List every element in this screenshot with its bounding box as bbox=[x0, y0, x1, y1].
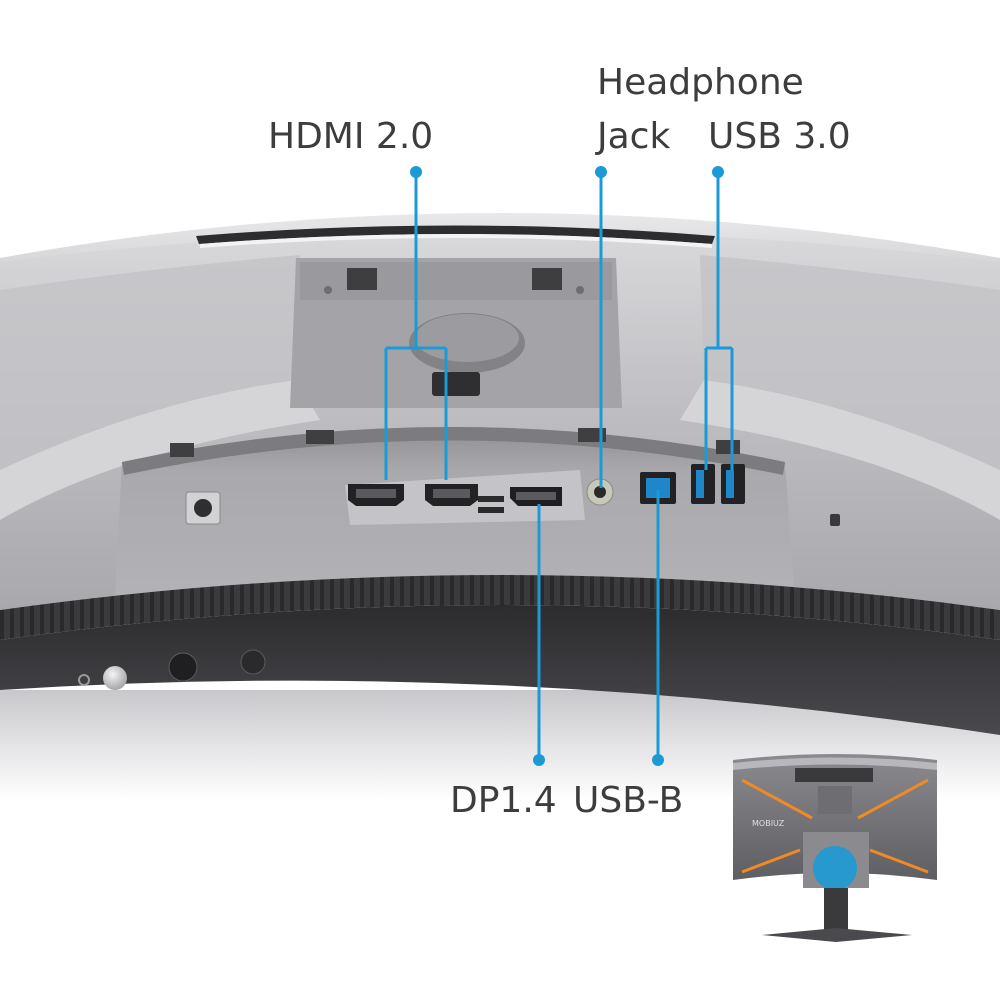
thumbnail-brand-text: MOBIUZ bbox=[752, 819, 785, 828]
callout-lines bbox=[384, 172, 734, 760]
displayport-callout-label: DP1.4 bbox=[450, 780, 557, 821]
right-panel bbox=[700, 255, 1000, 470]
usb-b-port bbox=[640, 472, 676, 504]
top-vent-slot bbox=[196, 225, 715, 244]
mount-clip-right bbox=[532, 268, 562, 290]
headphone-jack-port bbox=[586, 478, 614, 506]
hdmi-callout-label: HDMI 2.0 bbox=[268, 116, 434, 157]
mount-clip-left bbox=[347, 268, 377, 290]
accent-light-bottom-right bbox=[869, 848, 929, 874]
usb-b-callout-label: USB-B bbox=[573, 780, 684, 821]
power-port bbox=[185, 491, 221, 525]
usb3-callout-label: USB 3.0 bbox=[708, 116, 851, 157]
headphone-callout-label-line2: Jack bbox=[597, 116, 671, 157]
lower-bezel bbox=[0, 605, 1000, 735]
left-panel bbox=[0, 255, 300, 470]
joystick-button[interactable] bbox=[168, 652, 198, 682]
right-diagonal-ridge bbox=[680, 380, 1000, 520]
power-led-icon bbox=[78, 674, 90, 686]
io-highlight-circle bbox=[813, 846, 857, 890]
headphone-callout-label-line1: Headphone bbox=[597, 62, 804, 103]
usb-3-port-1 bbox=[691, 464, 715, 504]
accent-light-top-left bbox=[741, 778, 813, 820]
thumbnail-stand-base bbox=[762, 928, 912, 942]
left-diagonal-ridge bbox=[0, 380, 320, 520]
accent-light-bottom-left bbox=[741, 848, 801, 874]
usb-3-port-2 bbox=[721, 464, 745, 504]
accent-light-top-right bbox=[857, 778, 929, 820]
function-button[interactable] bbox=[240, 649, 266, 675]
monitor-thumbnail: MOBIUZ bbox=[733, 754, 937, 942]
lock-slot-icon bbox=[830, 514, 840, 526]
ribbed-bezel bbox=[0, 575, 1000, 640]
power-button[interactable] bbox=[103, 666, 127, 690]
callout-dots bbox=[410, 166, 724, 766]
stand-latch bbox=[432, 372, 480, 396]
